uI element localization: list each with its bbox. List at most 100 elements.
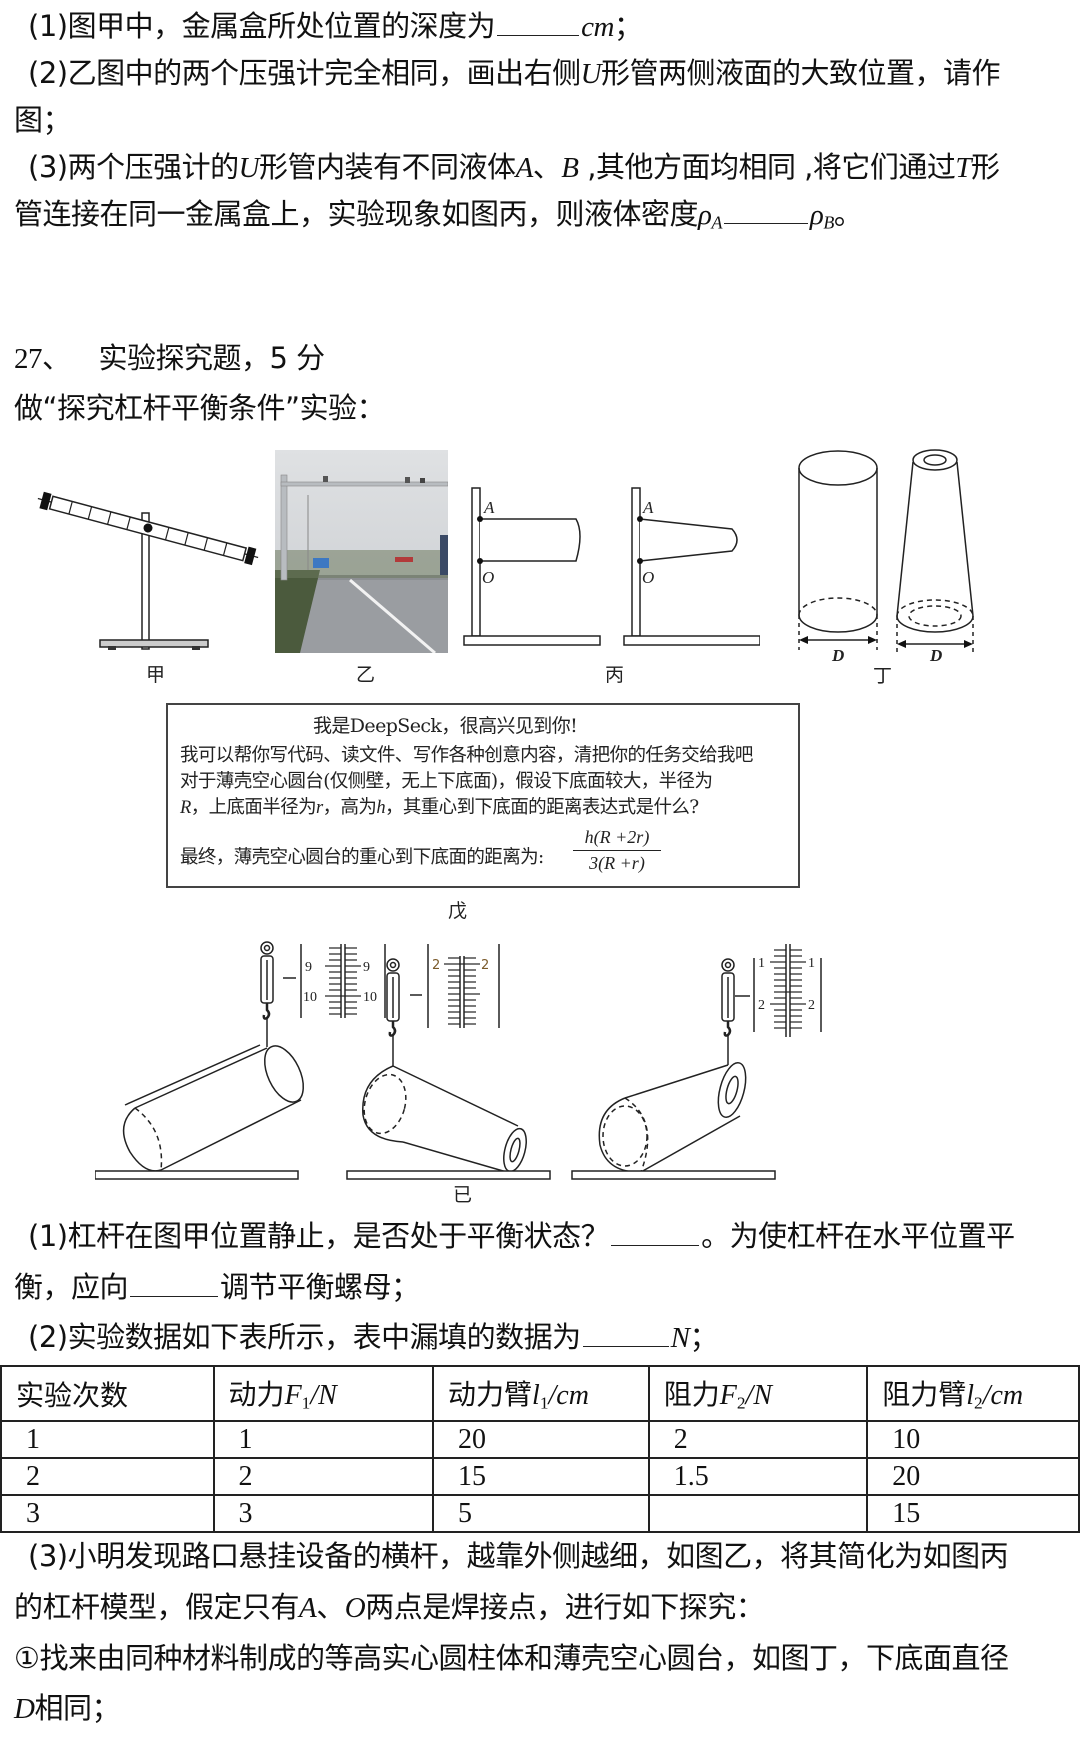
text: 形管两侧液面的大致位置，请作 [601,56,1001,90]
text: ,其他方面均相同 ,将它们通过 [578,150,956,184]
table-cell: 15 [866,1494,1080,1533]
header-text: 动力 [228,1378,285,1412]
scale-label: 2 [432,958,440,973]
point-a-label: A [642,498,654,517]
question-line: R，上底面半径为r，高为h，其重心到下底面的距离表达式是什么? [180,793,699,819]
header-sub: 1 [301,1393,311,1413]
header-var: l [966,1380,975,1412]
scale-label: 1 [808,956,815,971]
punct: ； [613,9,643,43]
header-var: F [284,1380,302,1412]
question-number: 27、 [14,343,71,375]
answer-blank[interactable] [723,198,808,224]
table-cell: 1.5 [647,1457,869,1496]
lever-stand-figure [37,491,259,650]
subq1-line1: (1)杠杆在图甲位置静止，是否处于平衡状态？。为使杠杆在水平位置平 [28,1218,1015,1254]
var-h: h [376,798,385,818]
sep: 、 [316,1590,345,1624]
lever-model-figure: A O A O [463,487,760,646]
rho: ρ [698,199,712,231]
ai-intro: 我可以帮你写代码、读文件、写作各种创意内容，清把你的任务交给我吧 [180,745,753,766]
subq1-line2: 衡，应向调节平衡螺母； [14,1269,420,1305]
table-cell: 2 [0,1457,215,1496]
text: 相同； [34,1691,120,1725]
header-text: 阻力 [663,1378,720,1412]
text: 。为使杠杆在水平位置平 [701,1219,1015,1253]
subq3-item1-line2: D相同； [14,1690,120,1727]
header-cell: 阻力F2/N [647,1365,869,1422]
text: 衡，应向 [14,1270,129,1304]
caption-jia: 甲 [146,664,166,686]
table-cell: 1 [212,1420,435,1459]
table-cell: 2 [212,1457,435,1496]
header-unit: /N [310,1380,337,1412]
subq3-line2: 的杠杆模型，假定只有A、O两点是焊接点，进行如下探究： [14,1589,765,1626]
answer-blank[interactable] [130,1271,219,1297]
road-gantry-photo [275,450,448,653]
missing-value-cell[interactable] [647,1494,869,1533]
prev-q3-line1: (3)两个压强计的U形管内装有不同液体A、B ,其他方面均相同 ,将它们通过T形 [28,149,1000,186]
diameter-label: D [929,646,942,665]
text: (2)实验数据如下表所示，表中漏填的数据为 [28,1320,581,1354]
scale-label: 2 [758,998,765,1013]
header-var: l [532,1380,540,1412]
header-var: F [719,1380,737,1412]
sub-b: B [823,212,834,233]
header-text: 阻力臂 [882,1378,967,1412]
table-cell: 3 [0,1494,215,1533]
header-unit: /N [745,1380,773,1412]
unit: cm [581,11,614,43]
scale-label: 10 [303,990,317,1005]
table-cell: 20 [866,1457,1080,1496]
scale-label: 2 [481,958,489,973]
subq3-item1-line1: ①找来由同种材料制成的等高实心圆柱体和薄壳空心圆台，如图丁，下底面直径 [14,1641,1009,1675]
table-cell: 3 [212,1494,435,1533]
var-u: U [238,152,260,184]
table-row: 1 1 20 2 10 [0,1420,1080,1459]
question-type: 实验探究题，5 分 [98,341,326,375]
answer-blank[interactable] [582,1321,669,1347]
table-cell: 10 [866,1420,1080,1459]
ai-answer: 最终，薄壳空心圆台的重心到下底面的距离为: [180,847,544,868]
header-sub: 1 [539,1393,549,1413]
caption-wu: 戊 [448,900,468,922]
sub-a: A [711,212,722,233]
header-sub: 2 [974,1393,983,1413]
table-row: 3 3 5 15 [0,1494,1080,1533]
table-row: 2 2 15 1.5 20 [0,1457,1080,1496]
prev-q1-text: (1)图甲中，金属盒所处位置的深度为 [28,9,496,43]
fraction-denominator: 3(R +r) [589,853,645,873]
table-cell: 20 [432,1420,650,1459]
table-cell: 15 [432,1457,650,1496]
question-intro: 做“探究杠杆平衡条件”实验： [14,391,386,425]
scale-label: 2 [808,998,815,1013]
answer-blank[interactable] [497,10,580,36]
point-a-label: A [483,498,495,517]
prev-q2-line1: (2)乙图中的两个压强计完全相同，画出右侧U形管两侧液面的大致位置，请作 [28,55,1001,92]
text: 管连接在同一金属盒上，实验现象如图丙，则液体密度 [14,197,699,231]
header-unit: /cm [982,1380,1024,1412]
answer-blank[interactable] [611,1220,700,1246]
table-cell: 5 [432,1494,650,1533]
var-u: U [580,58,602,90]
var-a: A [515,152,534,184]
caption-bing: 丙 [605,664,625,686]
caption-ding: 丁 [873,665,893,687]
var-r-big: R [180,798,191,818]
text: 的杠杆模型，假定只有 [14,1590,300,1624]
var-d: D [14,1693,35,1725]
text: 形管内装有不同液体 [259,150,516,184]
text: 形 [971,150,1000,184]
text: 两点是焊接点，进行如下探究： [365,1590,765,1624]
header-text: 实验次数 [16,1378,129,1412]
point-o-label: O [482,568,494,587]
diameter-label: D [831,646,844,665]
text: ，上底面半径为 [190,797,317,818]
text: ，高为 [322,797,377,818]
question-header: 27、实验探究题，5 分 [14,340,325,377]
var-a: A [299,1592,317,1624]
prev-q2-line2: 图； [14,103,72,137]
var-t: T [955,152,972,184]
